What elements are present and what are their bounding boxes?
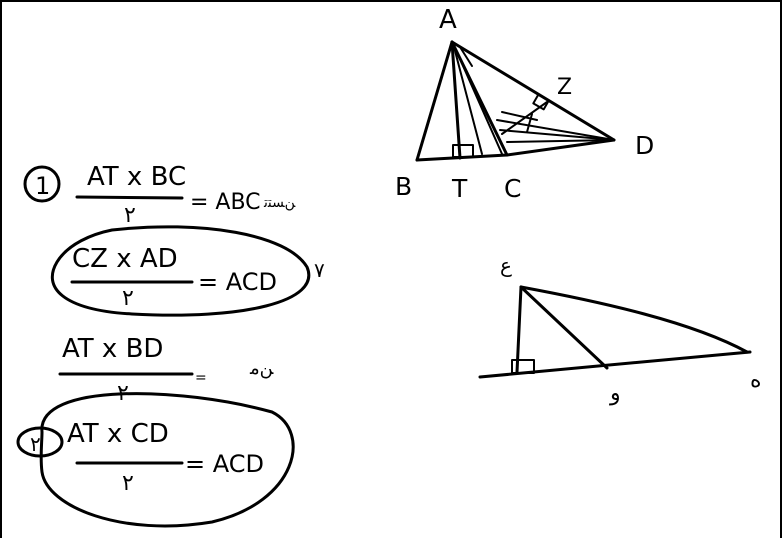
- eq4-numerator: AT x CD: [67, 419, 169, 449]
- segment-zc-3: [506, 139, 615, 143]
- equation-4: ٢ AT x CD ٢ = ACD: [16, 392, 295, 528]
- eq1-fraction-bar: [75, 195, 184, 200]
- eq4-denominator: ٢: [122, 471, 134, 496]
- label-z: Z: [557, 75, 572, 100]
- label-c: C: [504, 174, 521, 203]
- eq2-numerator: CZ x AD: [72, 244, 178, 274]
- equation-2: CZ x AD ٢ = ACD ٧: [50, 225, 325, 317]
- right-angle-t: [452, 144, 474, 158]
- angle-mark-a: [459, 46, 473, 67]
- segment-at-altitude: [450, 40, 462, 160]
- label-right: ﻩ: [750, 368, 762, 393]
- marker-2: ٢: [30, 432, 41, 456]
- eq2-mark: ٧: [314, 258, 325, 282]
- eq2-circle: [50, 225, 311, 317]
- segment-inner-1: [453, 46, 483, 155]
- eq1-note: ﻦﺴﺘﺗ: [263, 195, 296, 211]
- segment-ab: [415, 40, 454, 162]
- eq1-rhs: = ABC: [190, 190, 261, 215]
- label-a: A: [439, 5, 457, 35]
- eq1-numerator: AT x BC: [87, 162, 186, 192]
- label-d: D: [635, 131, 654, 160]
- marker-1: 1: [35, 172, 50, 200]
- eq3-note: ﻦﻣ: [249, 358, 274, 379]
- label-mid: ﻭ: [609, 381, 621, 406]
- side-curve: [519, 285, 749, 354]
- segment-cd: [505, 138, 616, 157]
- label-top: ﻉ: [500, 253, 512, 277]
- segment-zc-2: [499, 129, 615, 141]
- eq4-circle: [39, 392, 295, 528]
- right-angle-z: [532, 93, 550, 111]
- figure-triangle-small: ﻉ ﻭ ﻩ: [478, 253, 762, 406]
- equation-1: 1 AT x BC ٢ = ABC ﻦﺴﺘﺗ: [23, 162, 296, 228]
- segment-ad: [450, 40, 616, 142]
- right-angle-base: [511, 359, 535, 374]
- altitude: [515, 285, 523, 374]
- label-b: B: [395, 172, 412, 201]
- eq2-rhs: = ACD: [198, 268, 277, 296]
- marker-circle-1: [23, 165, 61, 203]
- eq1-denominator: ٢: [124, 203, 136, 228]
- eq3-rhs: =: [195, 370, 207, 386]
- eq4-rhs: = ACD: [185, 450, 264, 478]
- eq3-numerator: AT x BD: [62, 334, 163, 364]
- side-left: [519, 285, 609, 370]
- figure-triangle-abcd: A B T C D Z: [395, 5, 654, 203]
- hatch-2: [526, 113, 533, 133]
- eq2-denominator: ٢: [122, 286, 134, 311]
- marker-circle-2: [16, 426, 64, 458]
- segment-inner-2: [455, 49, 503, 155]
- label-t: T: [451, 174, 468, 203]
